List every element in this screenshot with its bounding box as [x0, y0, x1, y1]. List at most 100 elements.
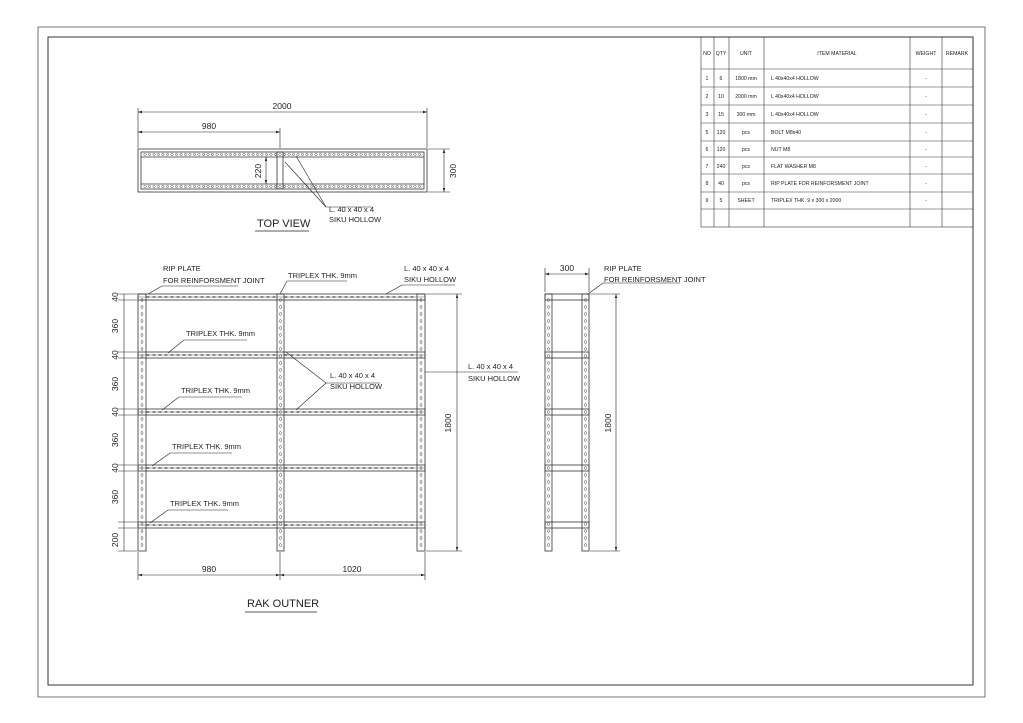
- table-cell: -: [925, 112, 927, 118]
- hole: [269, 185, 273, 188]
- hole: [152, 410, 156, 414]
- hole: [176, 353, 180, 357]
- hole: [419, 480, 423, 484]
- table-cell: 6: [706, 147, 709, 153]
- hole: [404, 410, 408, 414]
- hole: [188, 153, 192, 156]
- hole: [584, 382, 587, 386]
- hole: [308, 466, 312, 470]
- hole: [547, 312, 550, 316]
- hole: [326, 466, 330, 470]
- hole: [237, 153, 242, 156]
- hole: [410, 353, 414, 357]
- hole: [140, 445, 144, 449]
- hole: [279, 459, 282, 463]
- hole: [419, 319, 423, 323]
- hole: [362, 353, 366, 357]
- hole: [327, 185, 332, 188]
- hole: [584, 298, 587, 302]
- hole: [200, 295, 204, 299]
- hole: [547, 466, 550, 470]
- hole: [140, 480, 144, 484]
- hole: [547, 382, 550, 386]
- hole: [194, 353, 198, 357]
- hole: [547, 305, 550, 309]
- hole: [368, 295, 372, 299]
- hole: [341, 153, 345, 156]
- hole: [176, 523, 180, 527]
- hole: [219, 153, 224, 156]
- hole: [584, 347, 587, 351]
- table-cell: L 40x40x4 HOLLOW: [771, 76, 819, 82]
- hole: [368, 153, 372, 156]
- table-cell: pcs: [742, 181, 750, 187]
- hole: [296, 185, 300, 188]
- side-shelf-beam: [544, 351, 590, 359]
- hole: [290, 410, 294, 414]
- hole: [308, 410, 312, 414]
- hole: [584, 312, 587, 316]
- table-header-unit: UNIT: [740, 51, 753, 57]
- hole: [224, 410, 228, 414]
- side-shelf-beam: [544, 293, 590, 301]
- hole: [279, 508, 282, 512]
- front-label-angle-right-line2: SIKU HOLLOW: [468, 374, 521, 383]
- hole: [547, 417, 550, 421]
- hole: [410, 410, 414, 414]
- hole: [170, 353, 174, 357]
- hole: [547, 361, 550, 365]
- hole: [255, 185, 260, 188]
- hole: [206, 153, 210, 156]
- hole: [296, 353, 300, 357]
- hole: [584, 494, 587, 498]
- front-dim-bottom-right: 1020: [343, 564, 362, 574]
- hole: [152, 353, 156, 357]
- hole: [326, 410, 330, 414]
- hole: [143, 185, 147, 188]
- hole: [584, 536, 587, 540]
- hole: [320, 410, 324, 414]
- hole: [584, 410, 587, 414]
- hole: [228, 153, 233, 156]
- hole: [395, 185, 399, 188]
- hole: [170, 295, 174, 299]
- front-dim-bottom-left: 980: [202, 564, 216, 574]
- hole: [417, 153, 422, 156]
- hole: [230, 353, 234, 357]
- hole: [398, 353, 402, 357]
- hole: [272, 295, 276, 299]
- hole: [584, 319, 587, 323]
- hole: [332, 295, 336, 299]
- hole: [419, 452, 423, 456]
- hole: [152, 295, 156, 299]
- hole: [140, 410, 144, 414]
- hole: [326, 523, 330, 527]
- hole: [419, 382, 423, 386]
- front-view-perforations: [140, 295, 423, 547]
- hole: [183, 185, 188, 188]
- hole: [146, 523, 150, 527]
- hole: [419, 347, 423, 351]
- hole: [354, 185, 359, 188]
- hole: [284, 466, 288, 470]
- hole: [374, 466, 378, 470]
- hole: [404, 353, 408, 357]
- hole: [266, 466, 270, 470]
- hole: [266, 523, 270, 527]
- hole: [584, 543, 587, 547]
- hole: [354, 153, 359, 156]
- hole: [152, 185, 156, 188]
- hole: [419, 403, 423, 407]
- hole: [547, 319, 550, 323]
- hole: [547, 340, 550, 344]
- material-table: NO QTY UNIT ITEM MATERIAL WEIGHT REMARK …: [700, 36, 974, 228]
- hole: [290, 353, 294, 357]
- hole: [392, 353, 396, 357]
- top-view-title: TOP VIEW: [257, 218, 311, 230]
- hole: [584, 515, 587, 519]
- hole: [176, 295, 180, 299]
- hole: [413, 185, 417, 188]
- hole: [237, 185, 242, 188]
- side-dim-width: 300: [560, 263, 574, 273]
- table-cell: 7: [706, 164, 709, 170]
